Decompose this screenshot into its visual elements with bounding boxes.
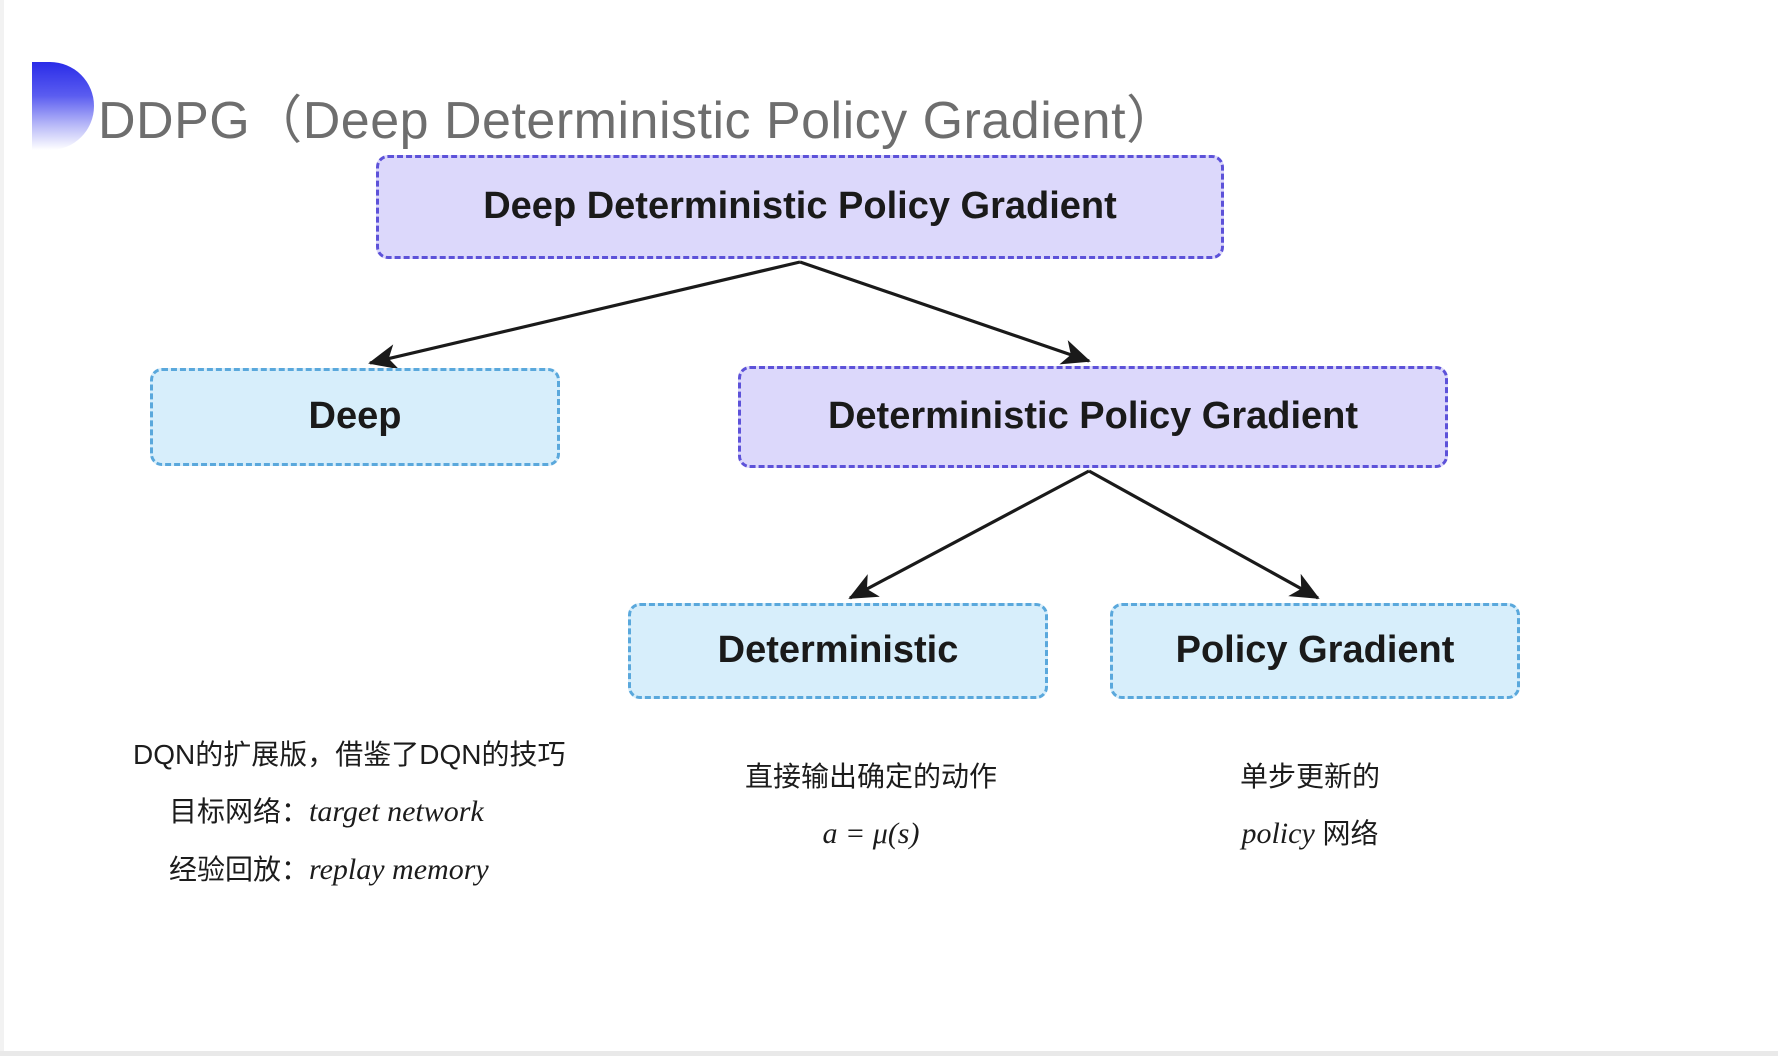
- annotation-deep-line2: 目标网络：target network: [133, 783, 565, 842]
- node-label: Deterministic Policy Gradient: [827, 395, 1359, 438]
- annotation-deep-line2-term: target network: [309, 794, 484, 828]
- node-policy-gradient[interactable]: Policy Gradient: [1110, 603, 1520, 699]
- annotation-policy-gradient-line2: policy 网络: [1240, 805, 1380, 864]
- annotation-deterministic-line1: 直接输出确定的动作: [745, 761, 998, 792]
- edge-root-to-dpg: [799, 260, 1091, 365]
- slide-bottom-edge: [0, 1051, 1778, 1056]
- node-label: Policy Gradient: [1175, 629, 1455, 672]
- annotation-policy-gradient-term: policy: [1241, 816, 1315, 850]
- annotation-deterministic: 直接输出确定的动作 a = μ(s): [745, 750, 997, 863]
- annotation-deterministic-formula: a = μ(s): [822, 816, 920, 850]
- node-label: Deep Deterministic Policy Gradient: [483, 185, 1117, 228]
- annotation-deep-line3: 经验回放：replay memory: [133, 841, 565, 900]
- node-deep-deterministic-policy-gradient[interactable]: Deep Deterministic Policy Gradient: [376, 155, 1224, 259]
- annotation-deep: DQN的扩展版，借鉴了DQN的技巧 目标网络：target network 经验…: [133, 728, 565, 900]
- node-label: Deterministic: [717, 629, 959, 672]
- annotation-deep-line3-term: replay memory: [309, 853, 489, 887]
- annotation-policy-gradient-line1: 单步更新的: [1240, 761, 1381, 792]
- annotation-policy-gradient: 单步更新的 policy 网络: [1240, 750, 1380, 863]
- node-label: Deep: [308, 395, 402, 438]
- annotation-deep-line2-label: 目标网络：: [169, 795, 310, 827]
- annotation-deep-line1: DQN的扩展版，借鉴了DQN的技巧: [133, 739, 566, 770]
- annotation-deep-line3-label: 经验回放：: [169, 854, 310, 886]
- node-deterministic[interactable]: Deterministic: [628, 603, 1048, 699]
- title-decoration-halfcircle-icon: [32, 62, 94, 150]
- edge-dpg-to-deterministic: [848, 469, 1090, 600]
- annotation-policy-gradient-suffix: 网络: [1314, 817, 1379, 849]
- edge-dpg-to-policy-gradient: [1088, 469, 1320, 600]
- node-deep[interactable]: Deep: [150, 368, 560, 466]
- page-title: DDPG（Deep Deterministic Policy Gradient）: [98, 92, 1179, 150]
- edge-root-to-deep: [368, 260, 801, 370]
- node-deterministic-policy-gradient[interactable]: Deterministic Policy Gradient: [738, 366, 1448, 468]
- slide-left-edge: [0, 0, 4, 1056]
